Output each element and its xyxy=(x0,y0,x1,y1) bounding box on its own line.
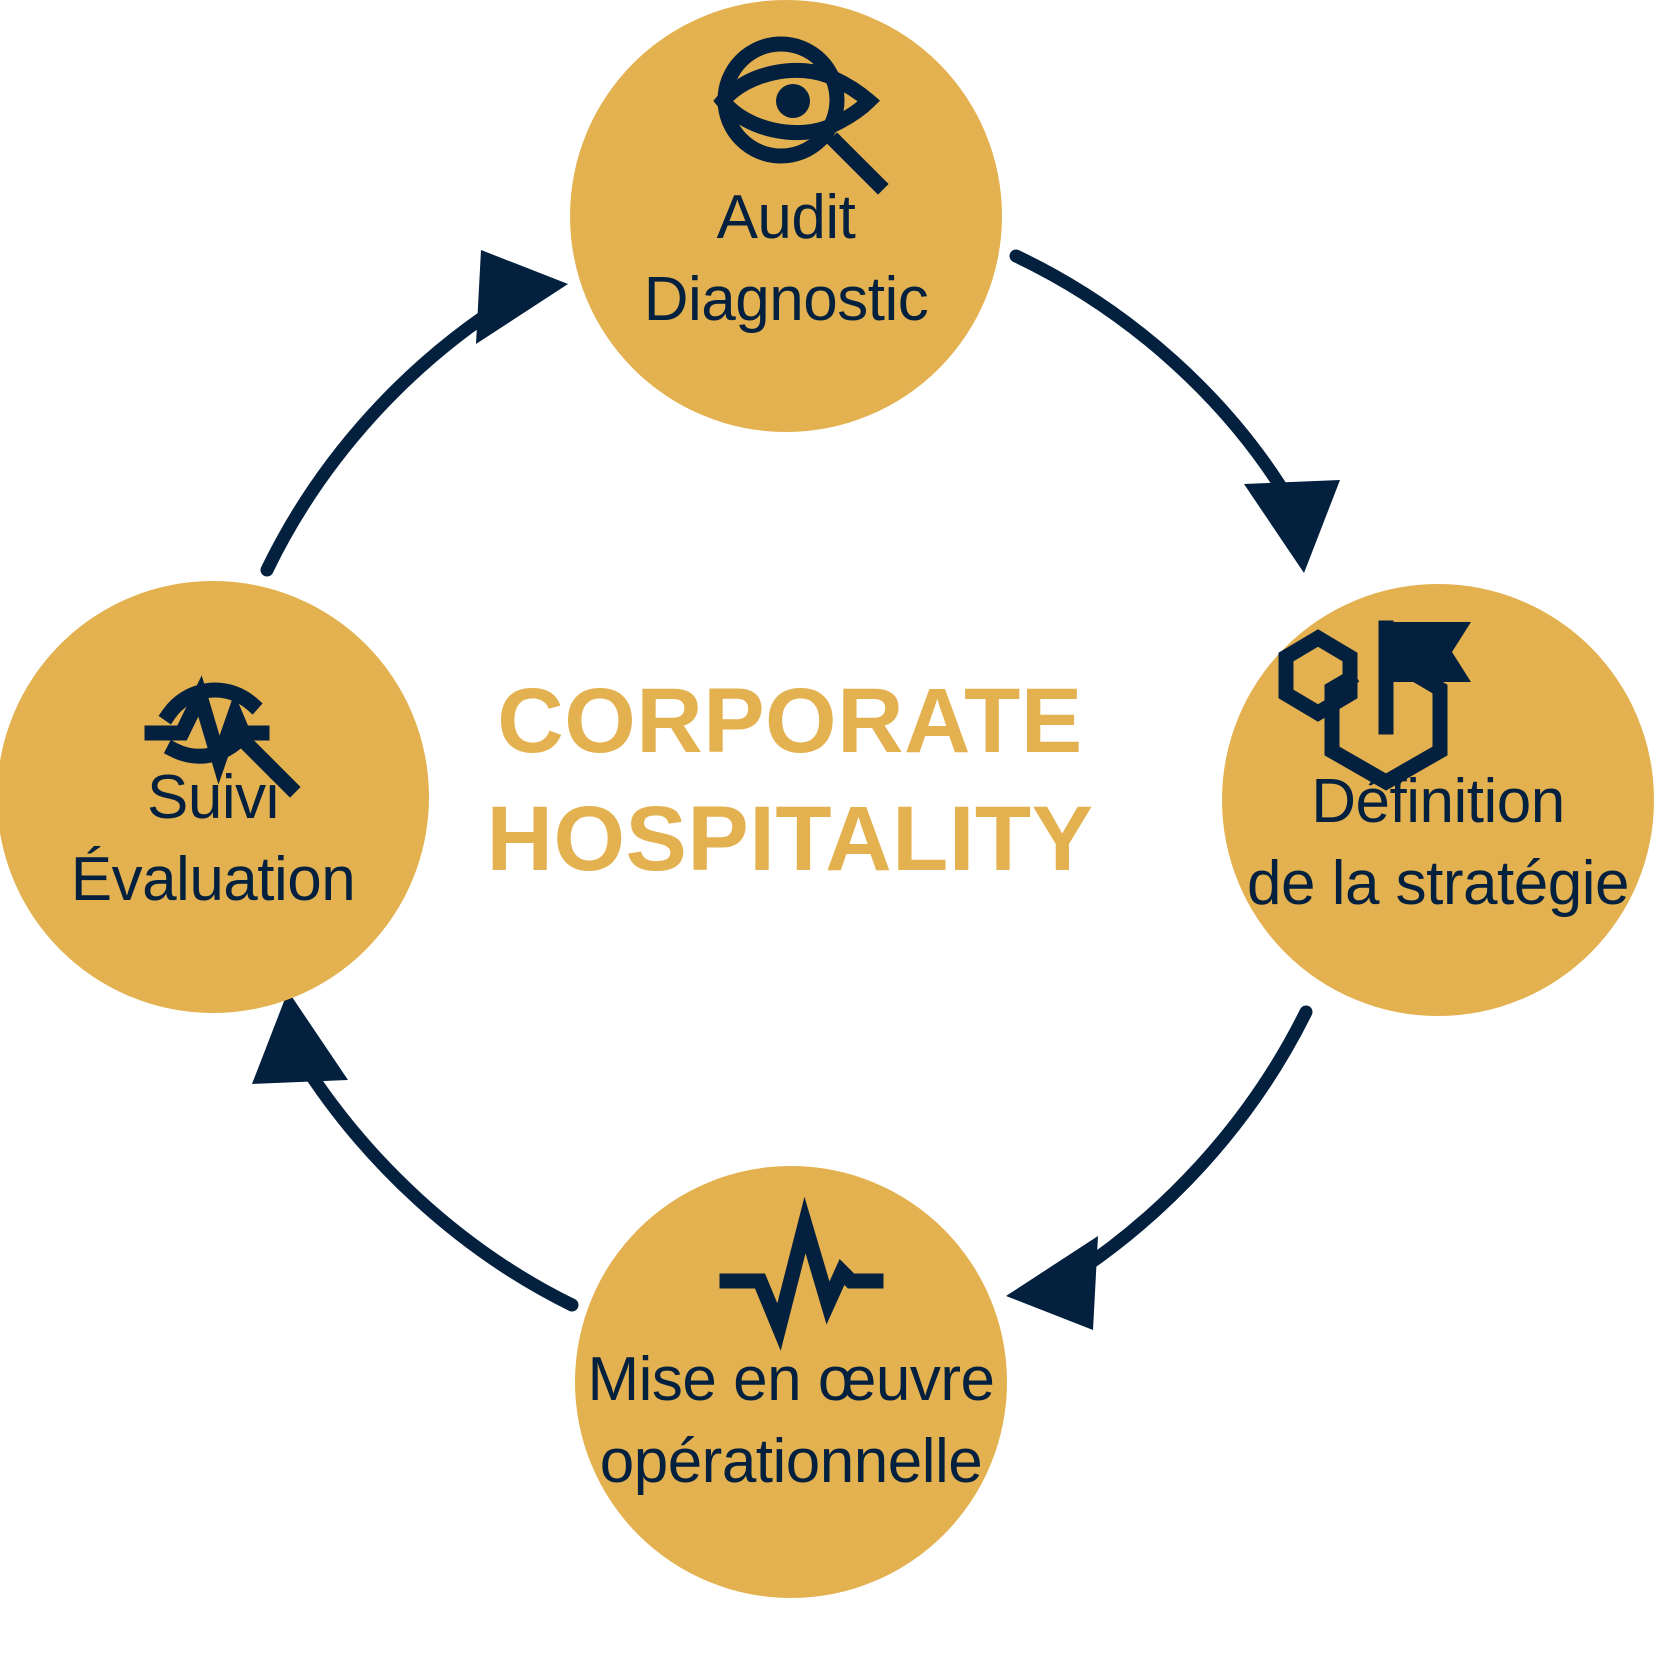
node-strategie-label-line2: de la stratégie xyxy=(1247,849,1629,918)
center-title-line1: CORPORATE xyxy=(497,670,1082,772)
node-strategie[interactable]: Définition de la stratégie xyxy=(1222,584,1654,1016)
arrow-mise-to-suivi xyxy=(252,991,579,1312)
center-title: CORPORATE HOSPITALITY xyxy=(487,670,1094,890)
node-suivi[interactable]: Suivi Évaluation xyxy=(0,581,429,1013)
arrow-strategie-to-mise xyxy=(1006,1005,1313,1330)
node-mise-en-oeuvre-circle[interactable] xyxy=(575,1166,1007,1598)
magnifier-eye-icon xyxy=(713,36,889,195)
node-audit-label-line2: Diagnostic xyxy=(644,265,928,334)
node-mise-en-oeuvre[interactable]: Mise en œuvre opérationnelle xyxy=(575,1166,1007,1598)
center-title-line2: HOSPITALITY xyxy=(487,788,1094,890)
node-mise-label-line1: Mise en œuvre xyxy=(588,1345,995,1414)
node-suivi-circle[interactable] xyxy=(0,581,429,1013)
arrow-audit-to-strategie xyxy=(1009,249,1340,573)
shield-flag-hexagon-icon xyxy=(1278,620,1471,791)
node-mise-label-line2: opérationnelle xyxy=(600,1427,983,1496)
arrow-suivi-to-audit xyxy=(260,250,568,577)
node-audit[interactable]: Audit Diagnostic xyxy=(570,0,1002,432)
magnifier-pulse-icon xyxy=(144,675,301,798)
node-strategie-label-line1: Définition xyxy=(1311,767,1564,836)
node-suivi-label-line1: Suivi xyxy=(147,763,279,832)
node-suivi-label-line2: Évaluation xyxy=(71,845,356,914)
node-audit-circle[interactable] xyxy=(570,0,1002,432)
pulse-wave-icon xyxy=(719,1196,884,1351)
node-audit-label-line1: Audit xyxy=(717,183,856,252)
